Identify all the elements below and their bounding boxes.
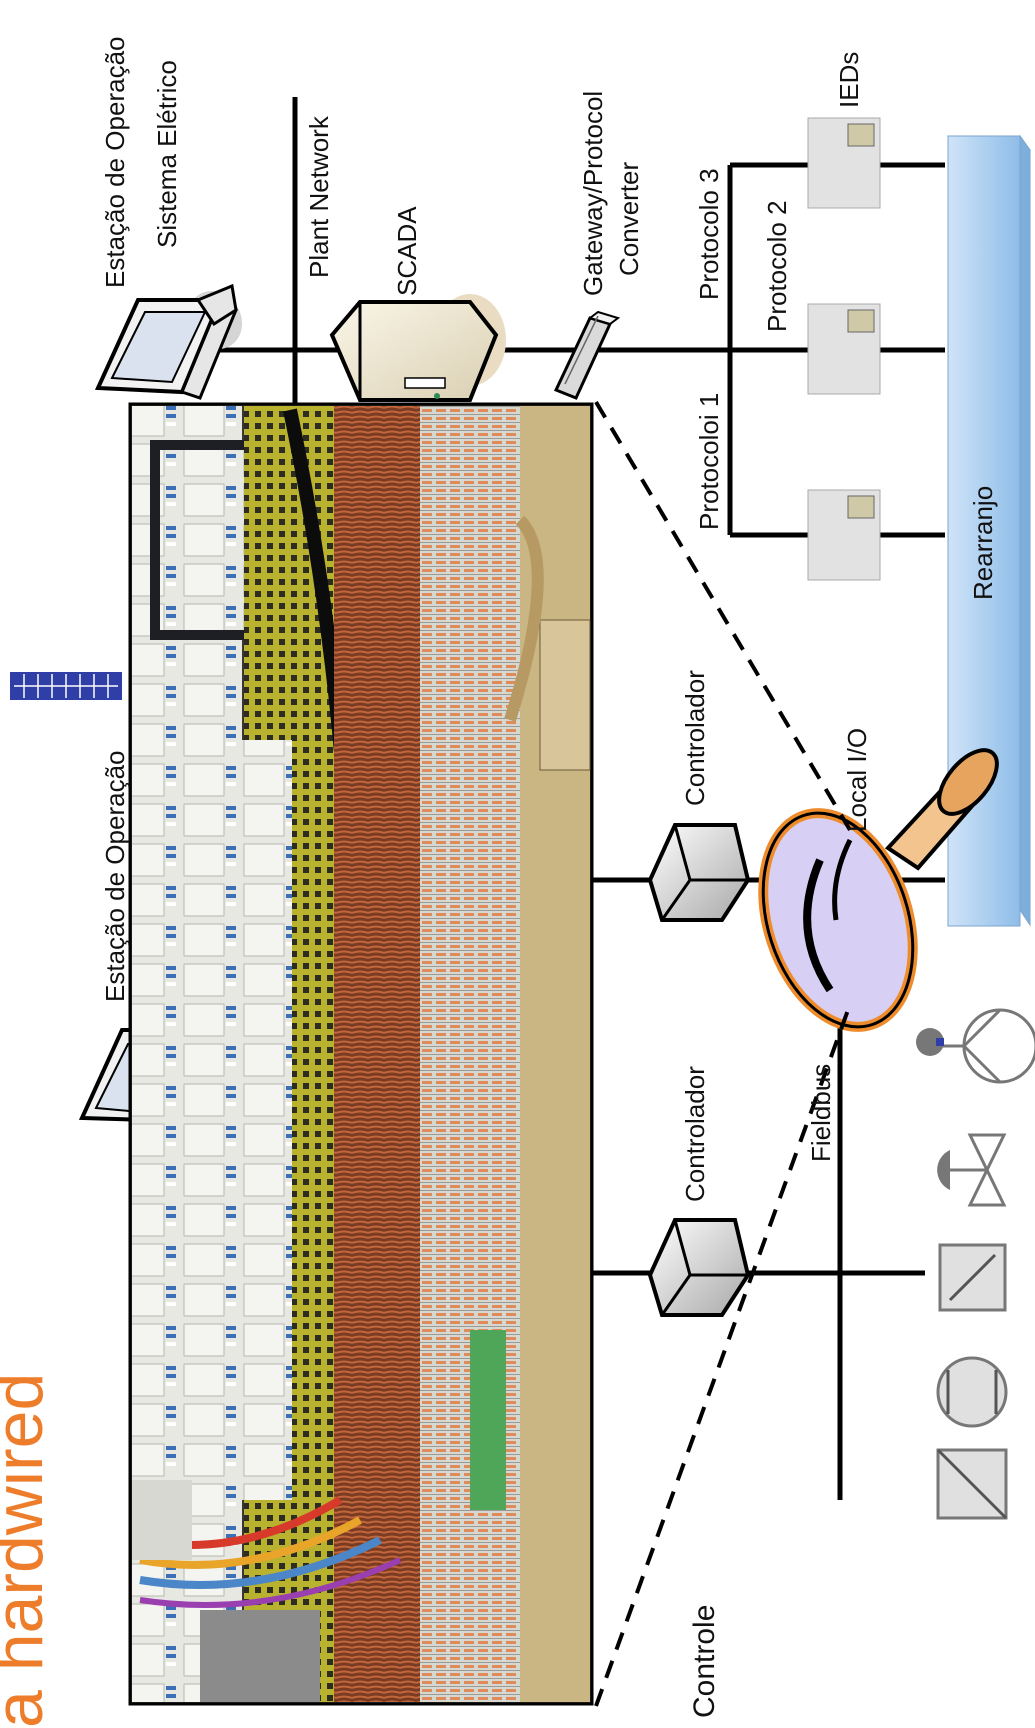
valve-icon	[937, 1135, 1004, 1205]
scada-server-icon	[332, 294, 506, 400]
controller-icon	[650, 1220, 748, 1315]
ieds-label: IEDs	[834, 52, 864, 108]
gateway-icon	[556, 312, 618, 398]
controller-icon	[650, 825, 748, 920]
estacao-operacao-label: Estação de Operação	[100, 751, 130, 1003]
plant-network-label: Plant Network	[304, 115, 334, 278]
antenna-tower-icon	[10, 672, 122, 700]
controle-label: Controle	[688, 1605, 721, 1718]
protocolo3-label: Protocolo 3	[694, 168, 724, 300]
transmitter-icon	[938, 1450, 1006, 1518]
rearranjo-label: Rearranjo	[968, 486, 998, 600]
estacao-sistema-label-line1: Estação de Operação	[100, 37, 130, 289]
gateway-label-line1: Gateway/Protocol	[578, 91, 608, 296]
estacao-sistema-label-line2: Sistema Elétrico	[152, 60, 182, 248]
local-io-label: Local I/O	[842, 728, 872, 832]
protocolo1-label: Protocoloi 1	[694, 393, 724, 530]
pump-icon	[916, 1010, 1035, 1082]
gateway-label-line2: Converter	[614, 162, 644, 276]
slide-title: a hardwired	[0, 1373, 57, 1728]
hardwired-cabinet-photo	[130, 404, 592, 1704]
controlador-label-1: Controlador	[680, 670, 710, 806]
switch-icon	[940, 1245, 1005, 1310]
flowmeter-icon	[938, 1358, 1006, 1426]
fieldbus-label: Fieldbus	[806, 1064, 836, 1162]
controlador-label-2: Controlador	[680, 1066, 710, 1202]
ied-icon	[808, 118, 880, 580]
workstation-icon	[98, 281, 253, 398]
protocolo2-label: Protocolo 2	[762, 200, 792, 332]
zoom-lines	[596, 402, 850, 1706]
scada-label: SCADA	[392, 206, 422, 296]
